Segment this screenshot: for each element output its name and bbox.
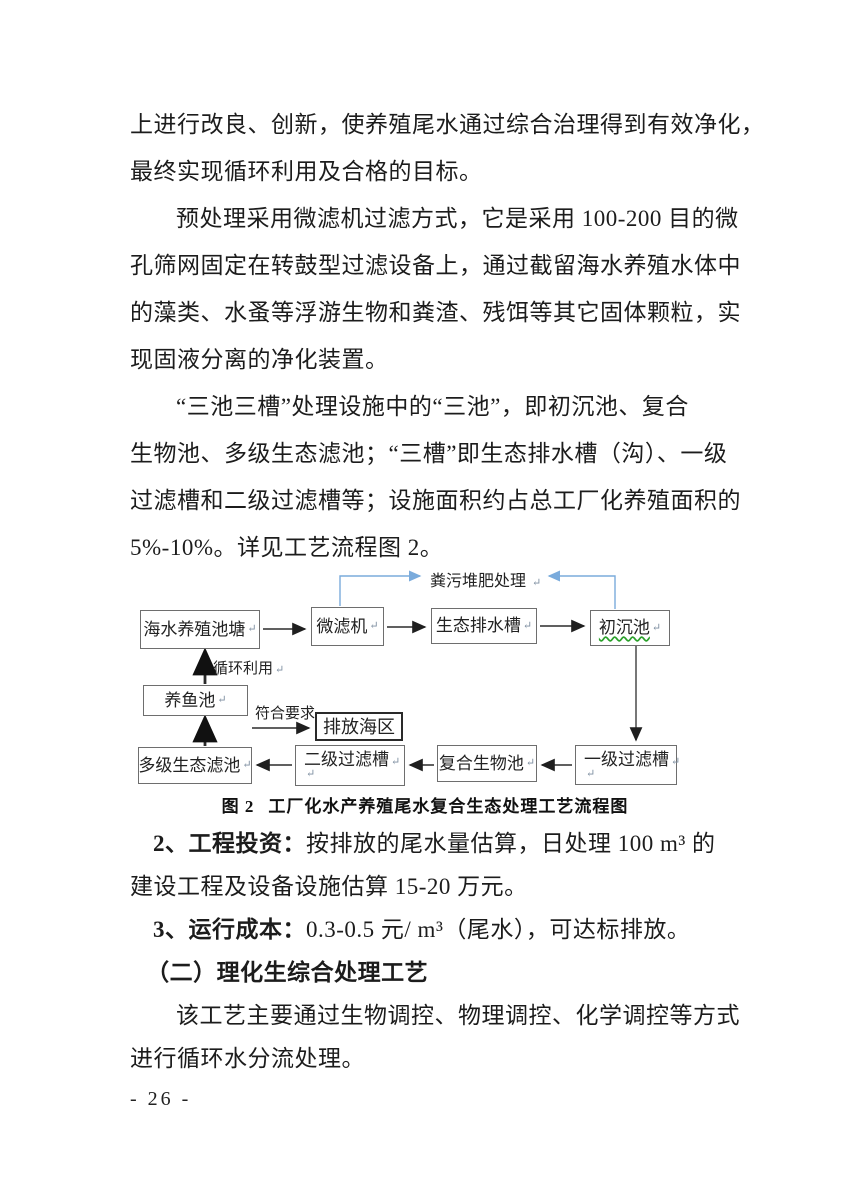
text-run: 建设工程及设备设施估算 15-20 万元。 bbox=[130, 874, 528, 899]
text-line: 该工艺主要通过生物调控、物理调控、化学调控等方式 bbox=[130, 994, 740, 1037]
text-line: 5%-10%。详见工艺流程图 2。 bbox=[130, 524, 730, 571]
box-label: 一级过滤槽 bbox=[584, 749, 669, 769]
box-label: 养鱼池 bbox=[164, 690, 216, 710]
figure-caption-number: 图 2 bbox=[221, 797, 255, 816]
box-label: 排放海区 bbox=[323, 716, 395, 737]
flowchart-box-primary-tank: 一级过滤槽↵ ↵ bbox=[575, 745, 681, 785]
box-label: 生态排水槽 bbox=[435, 616, 521, 635]
box-label: 复合生物池 bbox=[438, 753, 524, 773]
text-run: （二）理化生综合处理工艺 bbox=[146, 960, 429, 985]
text-run: 5%-10%。详见工艺流程图 2。 bbox=[130, 535, 444, 560]
text-run: 预处理采用微滤机过滤方式，它是采用 100-200 目的微 bbox=[176, 206, 739, 231]
flowchart-box-seawater-pond: 海水养殖池塘↵ bbox=[140, 610, 260, 649]
flowchart-box-fish-pond: 养鱼池↵ bbox=[143, 685, 248, 716]
flowchart-connectors bbox=[192, 570, 643, 772]
text-run: 3、运行成本： bbox=[153, 917, 306, 942]
label-text: 符合要求 bbox=[255, 706, 316, 722]
box-label: 微滤机 bbox=[316, 616, 368, 636]
text-line: 预处理采用微滤机过滤方式，它是采用 100-200 目的微 bbox=[130, 195, 738, 242]
label-text: 粪污堆肥处理 bbox=[430, 573, 527, 590]
text-run: 孔筛网固定在转鼓型过滤设备上，通过截留海水养殖水体中 bbox=[130, 253, 741, 278]
text-line: 最终实现循环利用及合格的目标。 bbox=[130, 148, 730, 195]
paragraph-mark: ↵ bbox=[217, 694, 227, 706]
paragraph-mark: ↵ bbox=[532, 577, 542, 589]
text-line: 的藻类、水蚤等浮游生物和粪渣、残饵等其它固体颗粒，实 bbox=[130, 289, 741, 336]
flowchart-box-secondary-tank: 二级过滤槽↵ ↵ bbox=[295, 745, 405, 786]
flowchart-label-recycle: 循环利用↵ bbox=[213, 657, 284, 678]
paragraph-mark: ↵ bbox=[651, 621, 662, 634]
text-line: 2、工程投资：按排放的尾水量估算，日处理 100 m³ 的 bbox=[130, 822, 730, 865]
text-line: 进行循环水分流处理。 bbox=[130, 1037, 730, 1080]
flowchart-box-eco-drain: 生态排水槽↵ bbox=[431, 608, 537, 644]
text-run: 进行循环水分流处理。 bbox=[130, 1046, 365, 1071]
text-run: 过滤槽和二级过滤槽等；设施面积约占总工厂化养殖面积的 bbox=[130, 488, 741, 513]
flowchart-label-compost: 粪污堆肥处理 ↵ bbox=[430, 567, 541, 591]
paragraph-mark: ↵ bbox=[369, 620, 379, 632]
paragraph-mark: ↵ bbox=[586, 767, 596, 780]
box-label: 初沉池 bbox=[598, 618, 650, 637]
connector-microfilter-to-compost bbox=[339, 570, 422, 606]
paragraph-mark: ↵ bbox=[522, 619, 533, 632]
flowchart-label-meets-requirement: 符合要求 bbox=[255, 702, 315, 723]
paragraph-mark: ↵ bbox=[275, 664, 285, 676]
box-label: 二级过滤槽 bbox=[304, 750, 389, 769]
box-line: 二级过滤槽↵ bbox=[304, 751, 400, 769]
text-run: 生物池、多级生态滤池；“三槽”即生态排水槽（沟）、一级 bbox=[130, 441, 728, 466]
box-label: 海水养殖池塘 bbox=[143, 619, 246, 639]
text-run: 的藻类、水蚤等浮游生物和粪渣、残饵等其它固体颗粒，实 bbox=[130, 300, 741, 325]
text-run: 0.3-0.5 元/ m³（尾水），可达标排放。 bbox=[306, 917, 691, 942]
box-line: 一级过滤槽↵ bbox=[584, 749, 681, 769]
paragraph-mark: ↵ bbox=[306, 768, 316, 780]
text-line: 3、运行成本：0.3-0.5 元/ m³（尾水），可达标排放。 bbox=[130, 908, 730, 951]
black-arrows bbox=[192, 619, 643, 772]
text-run: 现固液分离的净化装置。 bbox=[130, 347, 389, 372]
label-text: 循环利用 bbox=[213, 661, 274, 677]
blue-connectors bbox=[339, 570, 616, 609]
box-label: 多级生态滤池 bbox=[138, 755, 241, 775]
flowchart-box-primary-sedimentation: 初沉池↵ bbox=[590, 610, 670, 646]
text-run: 按排放的尾水量估算，日处理 100 m³ 的 bbox=[306, 831, 716, 856]
paragraph-mark: ↵ bbox=[242, 759, 252, 771]
paragraph-mark: ↵ bbox=[247, 623, 257, 635]
paragraph-mark: ↵ bbox=[525, 757, 536, 769]
figure-caption: 图 2 工厂化水产养殖尾水复合生态处理工艺流程图 bbox=[0, 792, 850, 817]
paragraph-mark: ↵ bbox=[671, 755, 681, 768]
text-run: 该工艺主要通过生物调控、物理调控、化学调控等方式 bbox=[176, 1003, 740, 1028]
flowchart-box-microfilter: 微滤机↵ bbox=[311, 607, 384, 646]
figure-caption-text: 工厂化水产养殖尾水复合生态处理工艺流程图 bbox=[268, 797, 629, 816]
text-line: （二）理化生综合处理工艺 bbox=[130, 951, 730, 994]
text-line: 过滤槽和二级过滤槽等；设施面积约占总工厂化养殖面积的 bbox=[130, 477, 741, 524]
flowchart-box-discharge-sea: 排放海区 bbox=[315, 712, 403, 741]
body-text-top: 上进行改良、创新，使养殖尾水通过综合治理得到有效净化， 最终实现循环利用及合格的目… bbox=[130, 101, 764, 571]
text-run: 最终实现循环利用及合格的目标。 bbox=[130, 159, 483, 184]
page-number: - 26 - bbox=[130, 1088, 192, 1110]
text-line: 建设工程及设备设施估算 15-20 万元。 bbox=[130, 865, 730, 908]
text-line: 现固液分离的净化装置。 bbox=[130, 336, 730, 383]
text-line: 上进行改良、创新，使养殖尾水通过综合治理得到有效净化， bbox=[130, 101, 764, 148]
paragraph-mark: ↵ bbox=[391, 756, 401, 768]
text-line: 孔筛网固定在转鼓型过滤设备上，通过截留海水养殖水体中 bbox=[130, 242, 741, 289]
text-line: 生物池、多级生态滤池；“三槽”即生态排水槽（沟）、一级 bbox=[130, 430, 730, 477]
text-line: “三池三槽”处理设施中的“三池”，即初沉池、复合 bbox=[130, 383, 730, 430]
text-run: “三池三槽”处理设施中的“三池”，即初沉池、复合 bbox=[176, 394, 689, 419]
flowchart-box-composite-bio: 复合生物池↵ bbox=[437, 745, 537, 782]
body-text-bottom: 2、工程投资：按排放的尾水量估算，日处理 100 m³ 的建设工程及设备设施估算… bbox=[130, 822, 740, 1080]
text-run: 2、工程投资： bbox=[153, 831, 306, 856]
process-flowchart: 海水养殖池塘↵ 微滤机↵ 生态排水槽↵ 初沉池↵ 养鱼池↵ 排放海区 多级生态滤… bbox=[0, 556, 850, 796]
text-run: 上进行改良、创新，使养殖尾水通过综合治理得到有效净化， bbox=[130, 112, 765, 137]
flowchart-box-multistage-filter: 多级生态滤池↵ bbox=[138, 747, 252, 784]
connector-sedimentation-to-compost bbox=[547, 570, 616, 609]
